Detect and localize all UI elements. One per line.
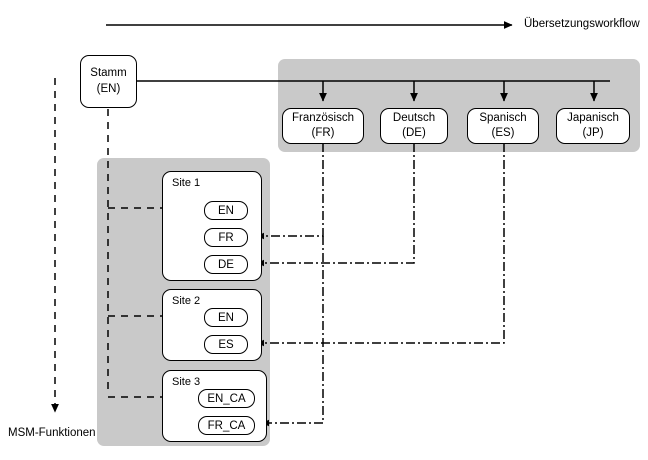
site-label: Site 1 [172,177,201,189]
locale-pill-label: DE [218,258,234,271]
es-to-site2-es [256,143,505,347]
site-label: Site 3 [172,376,201,388]
locale-pill-label: FR_CA [207,419,246,432]
node-master[interactable]: Stamm (EN) [80,55,137,108]
locale-pill-site2-en[interactable]: EN [204,308,248,327]
locale-pill-label: EN [218,204,234,217]
node-language-code: (JP) [582,127,604,139]
site-box-1[interactable]: Site 1 EN FR DE [162,171,262,281]
locale-pill-label: EN_CA [207,392,246,405]
node-master-code: (EN) [96,82,121,95]
node-language-franzoesisch[interactable]: Französisch (FR) [282,108,364,144]
locale-pill-label: ES [218,338,234,351]
site-box-2[interactable]: Site 2 EN ES [162,289,262,361]
node-language-japanisch[interactable]: Japanisch (JP) [556,108,630,144]
locale-pill-site1-de[interactable]: DE [204,255,248,274]
locale-pill-label: EN [218,311,234,324]
locale-pill-site1-fr[interactable]: FR [204,228,248,247]
node-language-name: Spanisch [479,111,527,124]
locale-pill-site3-enca[interactable]: EN_CA [198,389,255,408]
workflow-label-horizontal: Übersetzungsworkflow [524,18,640,30]
fr-to-site1-fr [256,143,324,240]
node-master-name: Stamm [90,67,127,80]
node-language-code: (DE) [402,127,426,139]
node-language-deutsch[interactable]: Deutsch (DE) [380,108,448,144]
node-language-spanisch[interactable]: Spanisch (ES) [467,108,539,144]
workflow-label-vertical: MSM-Funktionen [8,427,96,439]
node-language-name: Französisch [292,111,354,124]
fr-to-site3-frca [261,236,324,427]
node-language-code: (ES) [491,127,515,139]
site-label: Site 2 [172,295,201,307]
de-to-site1-de [256,143,415,267]
locale-pill-site2-es[interactable]: ES [204,335,248,354]
node-language-name: Japanisch [567,111,619,124]
site-box-3[interactable]: Site 3 EN_CA FR_CA [162,370,267,442]
node-language-name: Deutsch [392,111,436,124]
locale-pill-site3-frca[interactable]: FR_CA [198,416,255,435]
locale-pill-label: FR [218,231,234,244]
locale-pill-site1-en[interactable]: EN [204,201,248,220]
node-language-code: (FR) [311,127,335,139]
